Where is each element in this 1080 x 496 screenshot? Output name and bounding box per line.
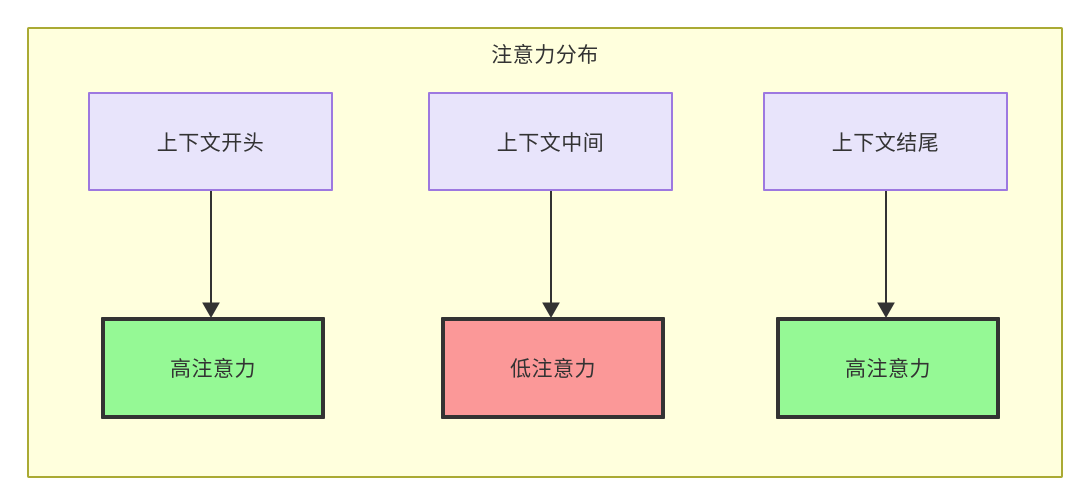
node-ctx-middle[interactable]: 上下文中间 xyxy=(428,92,673,191)
node-attn-low-middle[interactable]: 低注意力 xyxy=(441,317,665,419)
node-label: 上下文开头 xyxy=(156,131,265,155)
node-label: 高注意力 xyxy=(170,358,256,381)
node-ctx-start[interactable]: 上下文开头 xyxy=(88,92,333,191)
node-label: 低注意力 xyxy=(510,358,596,381)
node-ctx-end[interactable]: 上下文结尾 xyxy=(763,92,1008,191)
node-label: 上下文中间 xyxy=(496,131,605,155)
node-label: 上下文结尾 xyxy=(831,131,940,155)
subgraph-title: 注意力分布 xyxy=(491,44,599,67)
node-attn-high-start[interactable]: 高注意力 xyxy=(101,317,325,419)
node-attn-high-end[interactable]: 高注意力 xyxy=(776,317,1000,419)
node-label: 高注意力 xyxy=(845,358,931,381)
